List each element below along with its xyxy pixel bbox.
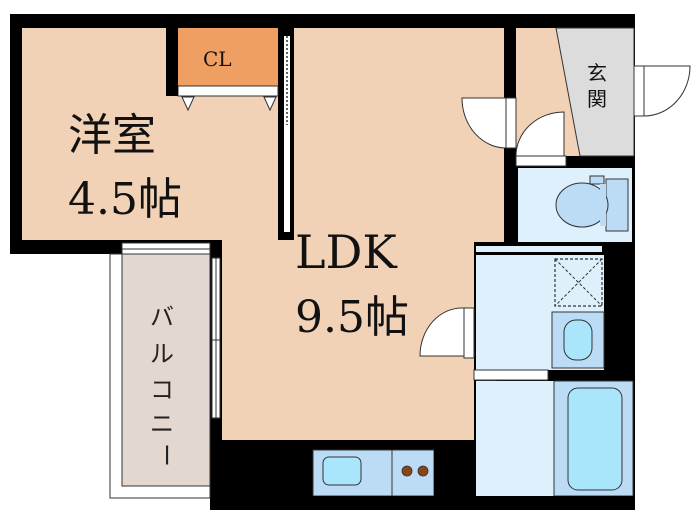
washroom-door-frame <box>463 307 475 359</box>
front-door-frame <box>633 65 645 117</box>
closet-label: CL <box>203 47 232 71</box>
balcony-char: コ <box>150 376 174 404</box>
ldk-door-frame <box>505 97 517 149</box>
entrance-label-2: 関 <box>587 87 607 111</box>
balcony-char: バ <box>150 303 174 331</box>
balcony <box>121 253 211 487</box>
ldk-edge <box>460 28 464 448</box>
sliding-door[interactable] <box>284 36 290 232</box>
wm-cross-1 <box>554 258 603 307</box>
ldk-join <box>294 240 464 245</box>
entrance <box>555 27 635 157</box>
bathroom-floor <box>476 381 554 496</box>
toilet-door-swing[interactable] <box>515 111 565 157</box>
ldk-door-swing[interactable] <box>461 97 507 149</box>
closet <box>178 28 278 86</box>
front-door-swing[interactable] <box>643 65 691 117</box>
ldk-size: 9.5帖 <box>295 292 409 343</box>
washroom-door-swing[interactable] <box>419 307 465 357</box>
wm-cross-2 <box>554 258 603 307</box>
bathroom-door[interactable] <box>473 369 549 381</box>
burner-icon <box>417 465 429 477</box>
closet-side-wall <box>166 28 178 96</box>
closet-door-track <box>177 85 279 97</box>
bottom-wall <box>222 496 634 508</box>
toilet-icon <box>555 182 609 228</box>
closet-door-marker <box>263 96 277 112</box>
western-room-name: 洋室 <box>68 110 156 161</box>
toilet-door-frame <box>515 155 567 167</box>
western-room-size: 4.5帖 <box>68 174 182 225</box>
balcony-char: ニ <box>150 410 174 438</box>
ldk-name: LDK <box>295 225 398 279</box>
toilet-tank <box>605 178 629 232</box>
bathtub-basin-icon <box>567 387 623 491</box>
balcony-char: ル <box>150 340 174 368</box>
kitchen-corner-wall <box>434 440 464 496</box>
toilet-tank-lid <box>589 175 605 185</box>
entrance-label-1: 玄 <box>587 61 607 85</box>
basin-bowl-icon <box>563 319 593 361</box>
toilet-join <box>600 184 606 226</box>
balcony-char: ー <box>152 443 180 467</box>
toilet-bottom-strip <box>476 246 602 252</box>
spacer <box>634 14 635 15</box>
closet-door-marker <box>181 96 195 112</box>
burner-icon <box>401 465 413 477</box>
sink-icon <box>322 456 362 486</box>
